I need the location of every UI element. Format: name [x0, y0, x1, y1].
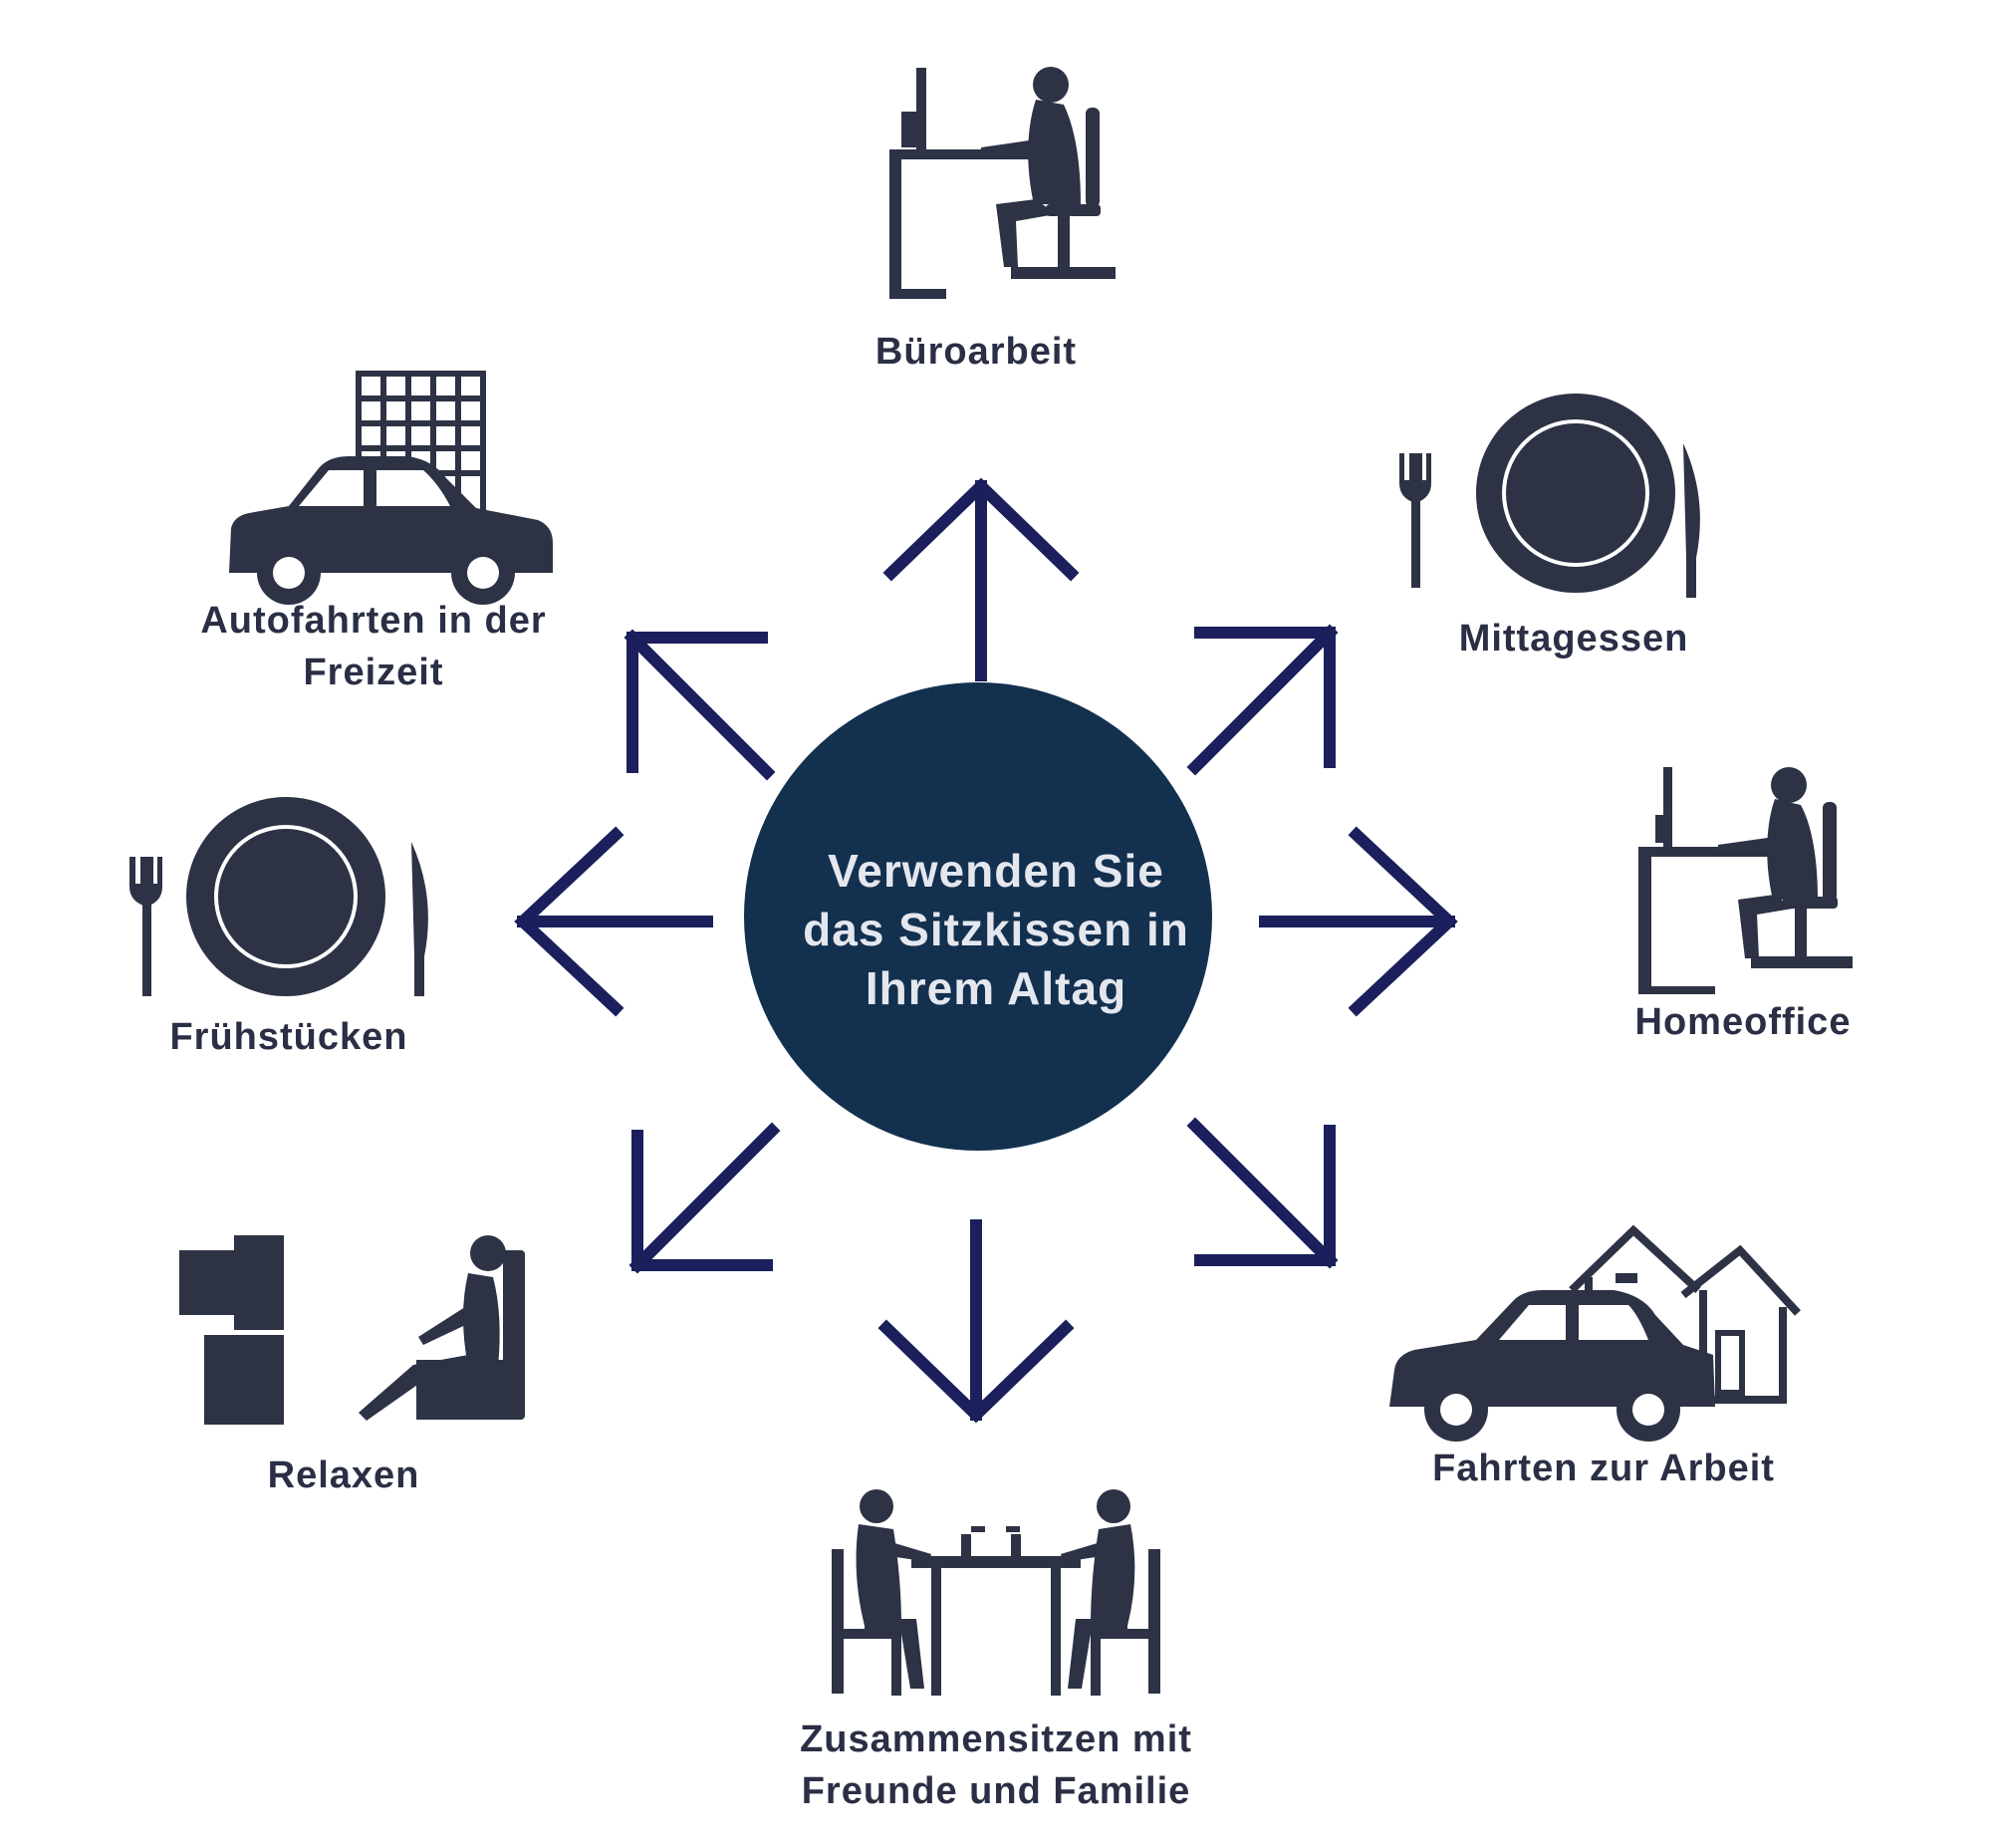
label-autofahrten: Autofahrten in der Freizeit [200, 600, 547, 693]
label-fruehstuecken: Frühstücken [169, 1016, 408, 1058]
arrow-down-left [628, 1122, 781, 1274]
home-desk-icon [1638, 767, 1853, 994]
car-house-icon [1389, 1224, 1801, 1442]
plate-cutlery-icon-fruehstuecken [129, 797, 428, 996]
plate-cutlery-icon-mittagessen [1399, 394, 1700, 598]
office-desk-icon [889, 67, 1116, 299]
arrow-up [882, 477, 1080, 681]
arrow-down-right [1186, 1117, 1339, 1269]
hub-text: Verwenden Sie das Sitzkissen in Ihrem Al… [803, 845, 1189, 1014]
label-bueroarbeit: Büroarbeit [874, 331, 1078, 373]
label-zusammensitzen: Zusammensitzen mit Freunde und Familie [800, 1718, 1192, 1812]
arrow-up-left [623, 629, 776, 781]
arrow-right [1259, 826, 1458, 1017]
hub-circle [744, 682, 1212, 1151]
car-building-icon [229, 371, 553, 605]
people-at-table-icon [832, 1489, 1160, 1696]
relax-tv-icon [179, 1235, 525, 1425]
label-relaxen: Relaxen [267, 1454, 420, 1496]
arrow-left [514, 826, 713, 1017]
label-fahrten-zur-arbeit: Fahrten zur Arbeit [1432, 1448, 1775, 1489]
arrow-up-right [1186, 624, 1339, 776]
arrow-down [877, 1219, 1075, 1424]
label-homeoffice: Homeoffice [1634, 1001, 1852, 1043]
label-mittagessen: Mittagessen [1458, 618, 1689, 660]
